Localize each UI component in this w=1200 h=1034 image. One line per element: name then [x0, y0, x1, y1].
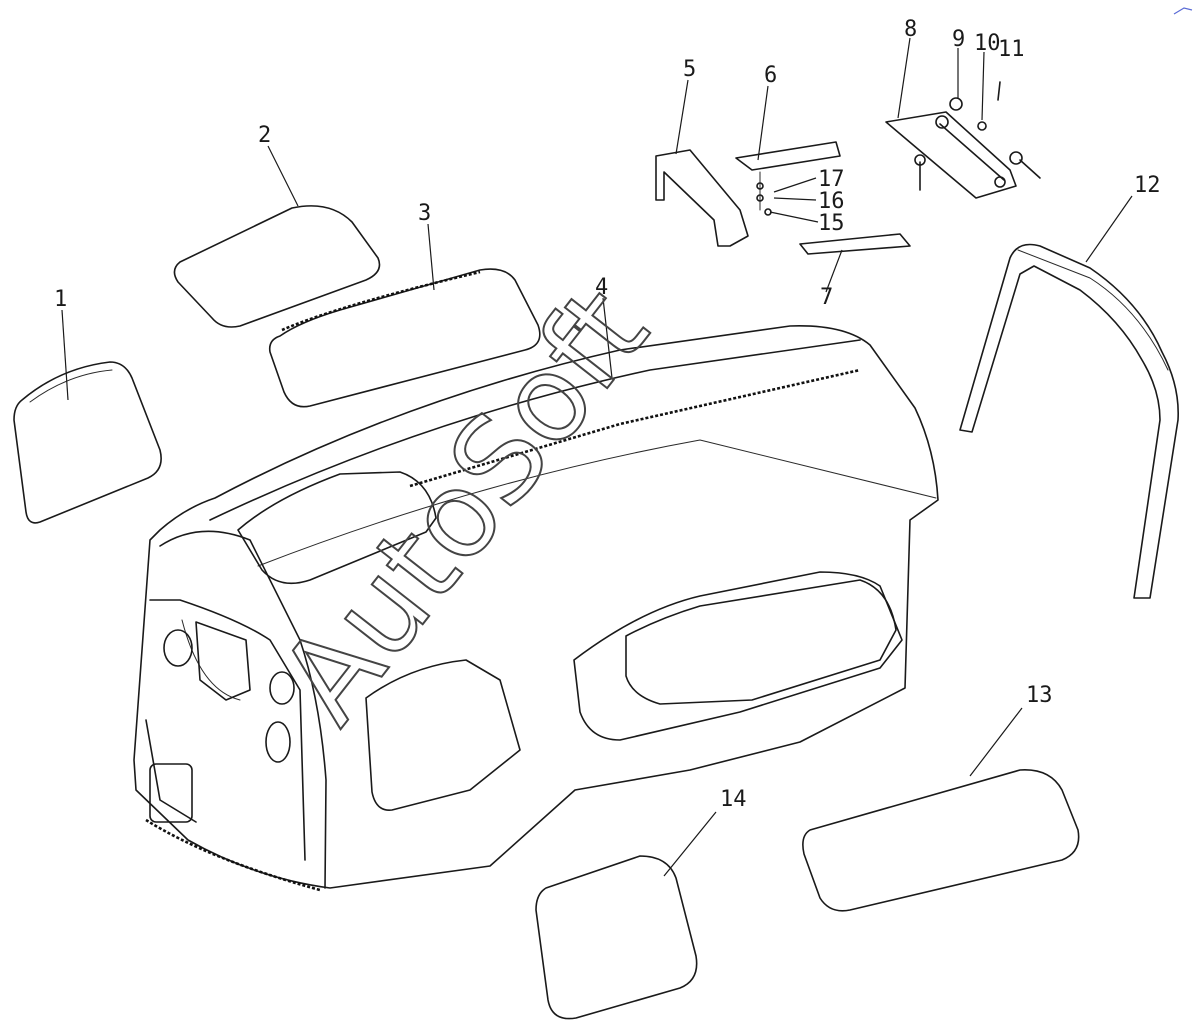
part-8-mechanism-plate	[885, 111, 1041, 199]
callout-3: 3	[418, 201, 431, 226]
part-3-long-glass	[268, 268, 541, 408]
part-1-side-glass	[13, 361, 162, 524]
callout-6: 6	[764, 63, 777, 88]
callout-4: 4	[595, 275, 608, 300]
callout-11: 11	[998, 37, 1025, 62]
part-6-bracket	[735, 141, 841, 216]
callout-5: 5	[683, 57, 696, 82]
part-4-cab-body	[133, 325, 939, 892]
part-11-spring	[997, 81, 1001, 101]
part-2-roof-glass	[173, 205, 381, 328]
callout-2: 2	[258, 123, 271, 148]
part-7-bracket	[799, 233, 911, 255]
leader-lines	[61, 37, 1133, 877]
callout-12: 12	[1134, 173, 1161, 198]
callout-7: 7	[820, 285, 833, 310]
callout-1: 1	[54, 287, 67, 312]
part-12-door-seal	[959, 243, 1179, 599]
callout-10: 10	[974, 31, 1001, 56]
callout-8: 8	[904, 17, 917, 42]
part-14-glass	[535, 855, 698, 1020]
callout-9: 9	[952, 27, 965, 52]
callout-14: 14	[720, 787, 747, 812]
part-9-bushing	[949, 97, 963, 111]
callout-17: 17	[818, 167, 845, 192]
part-5-bracket	[655, 149, 749, 247]
callouts: 1 2 3 4 5 6 7 8 9 10 11 12 13 14 15 16 1…	[54, 17, 1161, 812]
callout-16: 16	[818, 189, 845, 214]
part-10-pin	[977, 121, 987, 131]
corner-mark-icon	[1173, 7, 1193, 15]
callout-15: 15	[818, 211, 845, 236]
part-13-glass	[802, 769, 1080, 912]
callout-13: 13	[1026, 683, 1053, 708]
